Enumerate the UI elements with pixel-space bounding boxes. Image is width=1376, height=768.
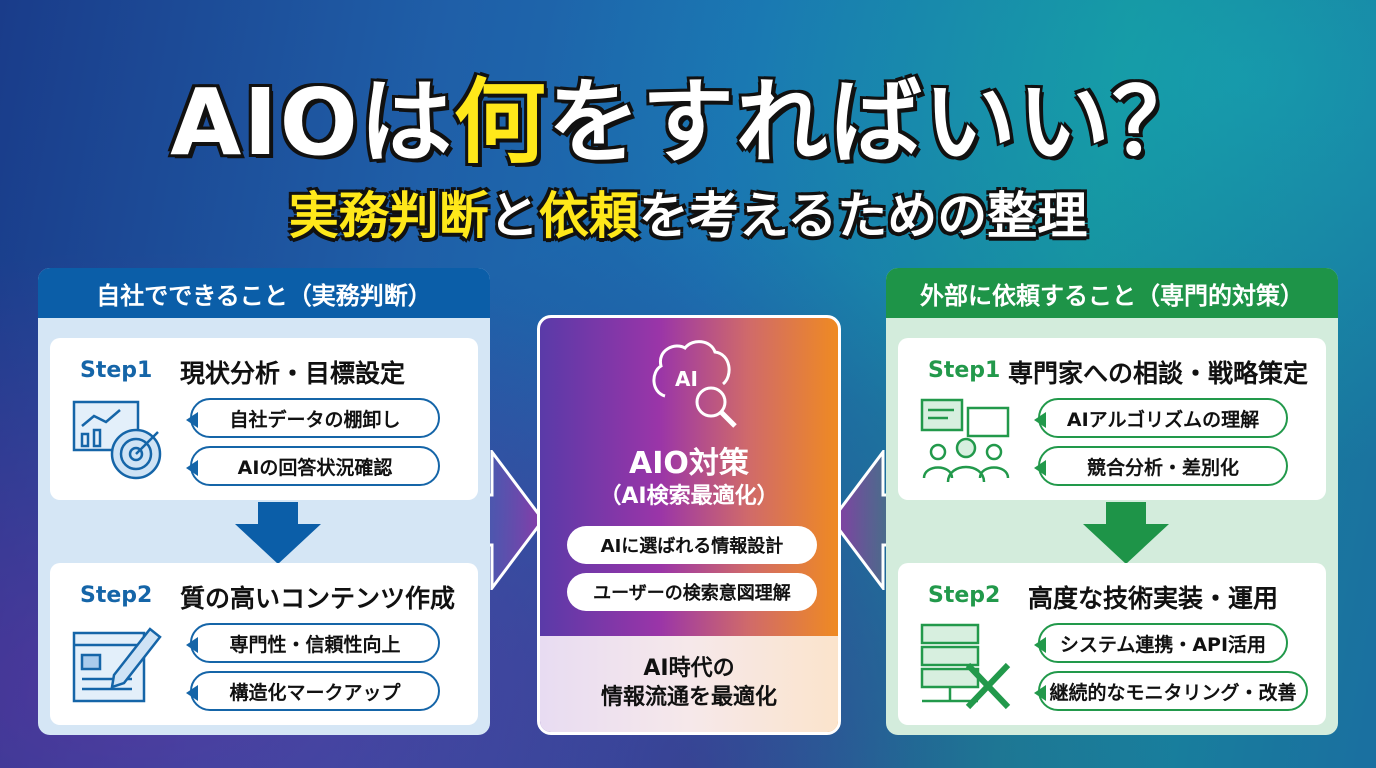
task-bubble: AIアルゴリズムの理解	[1034, 398, 1288, 438]
task-bubble: システム連携・API活用	[1034, 623, 1288, 663]
title-part1: AIOは	[169, 68, 454, 178]
server-wrench-icon	[920, 623, 1011, 710]
step-label: Step2	[928, 583, 1001, 608]
footer-line: 情報流通を最適化	[600, 685, 777, 710]
center-item: AIに選ばれる情報設計	[567, 526, 817, 564]
task-bubble: 競合分析・差別化	[1034, 446, 1288, 486]
outsource-panel: 外部に依頼すること（専門的対策） Step1 専門家への相談・戦略策定 AIアル…	[886, 268, 1338, 735]
subtitle-t2: を考えるための整理	[638, 187, 1088, 245]
center-subtitle: （AI検索最適化）	[599, 484, 779, 509]
in-house-panel: 自社でできること（実務判断） Step1 現状分析・目標設定 自社データの棚卸し…	[38, 268, 490, 735]
title-highlight: 何	[452, 68, 548, 178]
svg-text:AI: AI	[675, 367, 698, 391]
page-subtitle: 実務判断と依頼を考えるための整理	[0, 176, 1376, 248]
subtitle-t1: と	[488, 187, 539, 245]
center-footer: AI時代の情報流通を最適化	[540, 636, 838, 732]
task-bubble: 専門性・信頼性向上	[186, 623, 440, 663]
step-label: Step1	[928, 358, 1001, 383]
task-bubble: 構造化マークアップ	[186, 671, 440, 711]
panel-header: 外部に依頼すること（専門的対策）	[886, 268, 1338, 318]
step-label: Step2	[80, 583, 153, 608]
step-title: 現状分析・目標設定	[180, 359, 406, 388]
aio-center-box: AI AIO対策 （AI検索最適化） AIに選ばれる情報設計 ユーザーの検索意図…	[537, 315, 841, 735]
brain-search-icon: AI	[652, 340, 737, 428]
subtitle-h1: 実務判断	[288, 187, 489, 245]
down-arrow-icon	[235, 502, 321, 564]
task-bubble: 継続的なモニタリング・改善	[1034, 671, 1308, 711]
step-label: Step1	[80, 358, 153, 383]
step-title: 高度な技術実装・運用	[1028, 584, 1279, 613]
chart-target-icon	[72, 400, 162, 480]
footer-line: AI時代の	[643, 656, 735, 682]
panel-header: 自社でできること（実務判断）	[38, 268, 490, 318]
step-title: 質の高いコンテンツ作成	[180, 584, 456, 613]
page-title: AIOは何をすればいい？	[0, 48, 1376, 181]
center-title: AIO対策	[629, 446, 749, 481]
step-card: Step1 現状分析・目標設定 自社データの棚卸し AIの回答状況確認	[50, 338, 478, 500]
consultation-team-icon	[920, 398, 1010, 483]
subtitle-h2: 依頼	[538, 187, 639, 245]
task-bubble: 自社データの棚卸し	[186, 398, 440, 438]
down-arrow-icon	[1083, 502, 1169, 564]
document-pen-icon	[72, 627, 162, 703]
center-item: ユーザーの検索意図理解	[567, 573, 817, 611]
step-card: Step2 高度な技術実装・運用 システム連携・API活用 継続的なモニタリング…	[898, 563, 1326, 725]
step-card: Step1 専門家への相談・戦略策定 AIアルゴリズムの理解 競合分析・差別化	[898, 338, 1326, 500]
title-part2: をすればいい？	[546, 68, 1206, 178]
step-card: Step2 質の高いコンテンツ作成 専門性・信頼性向上 構造化マークアップ	[50, 563, 478, 725]
task-bubble: AIの回答状況確認	[186, 446, 440, 486]
step-title: 専門家への相談・戦略策定	[1008, 359, 1309, 388]
